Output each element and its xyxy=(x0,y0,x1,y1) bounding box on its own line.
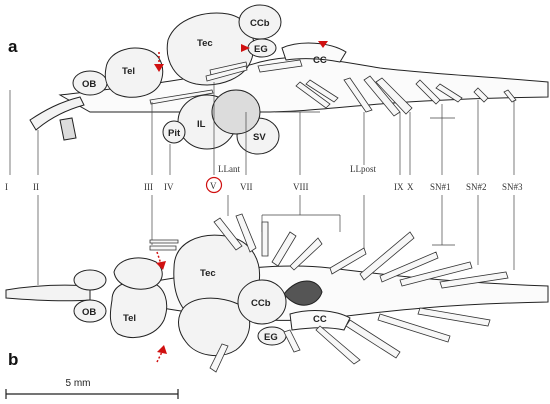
scale-bar: 5 mm xyxy=(5,378,179,399)
label-pit-a: Pit xyxy=(168,128,181,139)
nerve-label-sn1: SN#1 xyxy=(430,182,451,192)
hypothalamus-a xyxy=(211,89,261,135)
label-tec-a: Tec xyxy=(197,38,213,49)
nerve-label-vii: VII xyxy=(240,182,253,192)
olfactory-tract-b xyxy=(5,284,91,302)
label-ob-b: OB xyxy=(82,307,96,318)
olfactory-bulb-b-upper xyxy=(73,269,107,291)
olfactory-bulb-b xyxy=(73,299,107,323)
telencephalon-b-upper xyxy=(113,257,163,290)
label-ccb-b: CCb xyxy=(251,298,271,309)
nerve-label-iv: IV xyxy=(164,182,174,192)
label-eg-a: EG xyxy=(254,44,268,55)
optic-tectum-b-lower xyxy=(178,297,251,357)
label-tel-a: Tel xyxy=(122,66,135,77)
red-arrowhead-eg-a xyxy=(241,44,250,52)
label-tec-b: Tec xyxy=(200,268,216,279)
olfactory-nerve-stub-a xyxy=(59,117,77,141)
label-tel-b: Tel xyxy=(123,313,136,324)
nerve-labels: I II III IV V LLant VII VIII LLpost IX X… xyxy=(5,164,523,194)
red-arrowhead-cc-a xyxy=(318,41,328,48)
panel-label-b: b xyxy=(8,350,18,369)
nerve-label-ii: II xyxy=(33,182,39,192)
pituitary-a xyxy=(162,120,186,144)
label-cc-a: CC xyxy=(313,55,327,66)
scale-bar-label: 5 mm xyxy=(66,378,91,389)
red-dashed-arrow-b-upper xyxy=(156,251,166,270)
nerve-label-v: V xyxy=(210,181,217,191)
nerve-leader-lines xyxy=(9,82,515,285)
label-ccb-a: CCb xyxy=(250,18,270,29)
nerve-label-i: I xyxy=(5,182,8,192)
nerve-label-llpost: LLpost xyxy=(350,164,376,174)
panel-b-dorsal-view: b xyxy=(5,213,549,373)
nerve-label-iii: III xyxy=(144,182,153,192)
label-il-a: IL xyxy=(197,119,206,130)
corpus-cerebelli-b xyxy=(237,279,287,325)
crista-cerebellaris-b xyxy=(289,310,351,331)
nerve-label-sn3: SN#3 xyxy=(502,182,523,192)
nerve-label-ix: IX xyxy=(394,182,404,192)
nerve-label-llant: LLant xyxy=(218,164,240,174)
crista-cerebellaris-a xyxy=(281,42,347,63)
label-eg-b: EG xyxy=(264,332,278,343)
fourth-ventricle-b xyxy=(283,280,323,306)
olfactory-tract-a xyxy=(29,96,85,131)
label-cc-b: CC xyxy=(313,314,327,325)
nerve-label-sn2: SN#2 xyxy=(466,182,487,192)
nerve-roots-b xyxy=(149,213,509,373)
red-dashed-arrow-a xyxy=(154,52,164,72)
red-dashed-arrow-b-lower xyxy=(156,345,167,363)
nerve-label-viii: VIII xyxy=(293,182,309,192)
label-sv-a: SV xyxy=(253,132,266,143)
telencephalon-a xyxy=(104,47,164,98)
label-ob-a: OB xyxy=(82,79,96,90)
panel-label-a: a xyxy=(8,37,18,56)
nerve-roots-a xyxy=(149,59,517,117)
panel-a-lateral-view: a xyxy=(8,4,549,155)
red-circle-nerve-v xyxy=(205,176,223,194)
nerve-label-x: X xyxy=(407,182,414,192)
